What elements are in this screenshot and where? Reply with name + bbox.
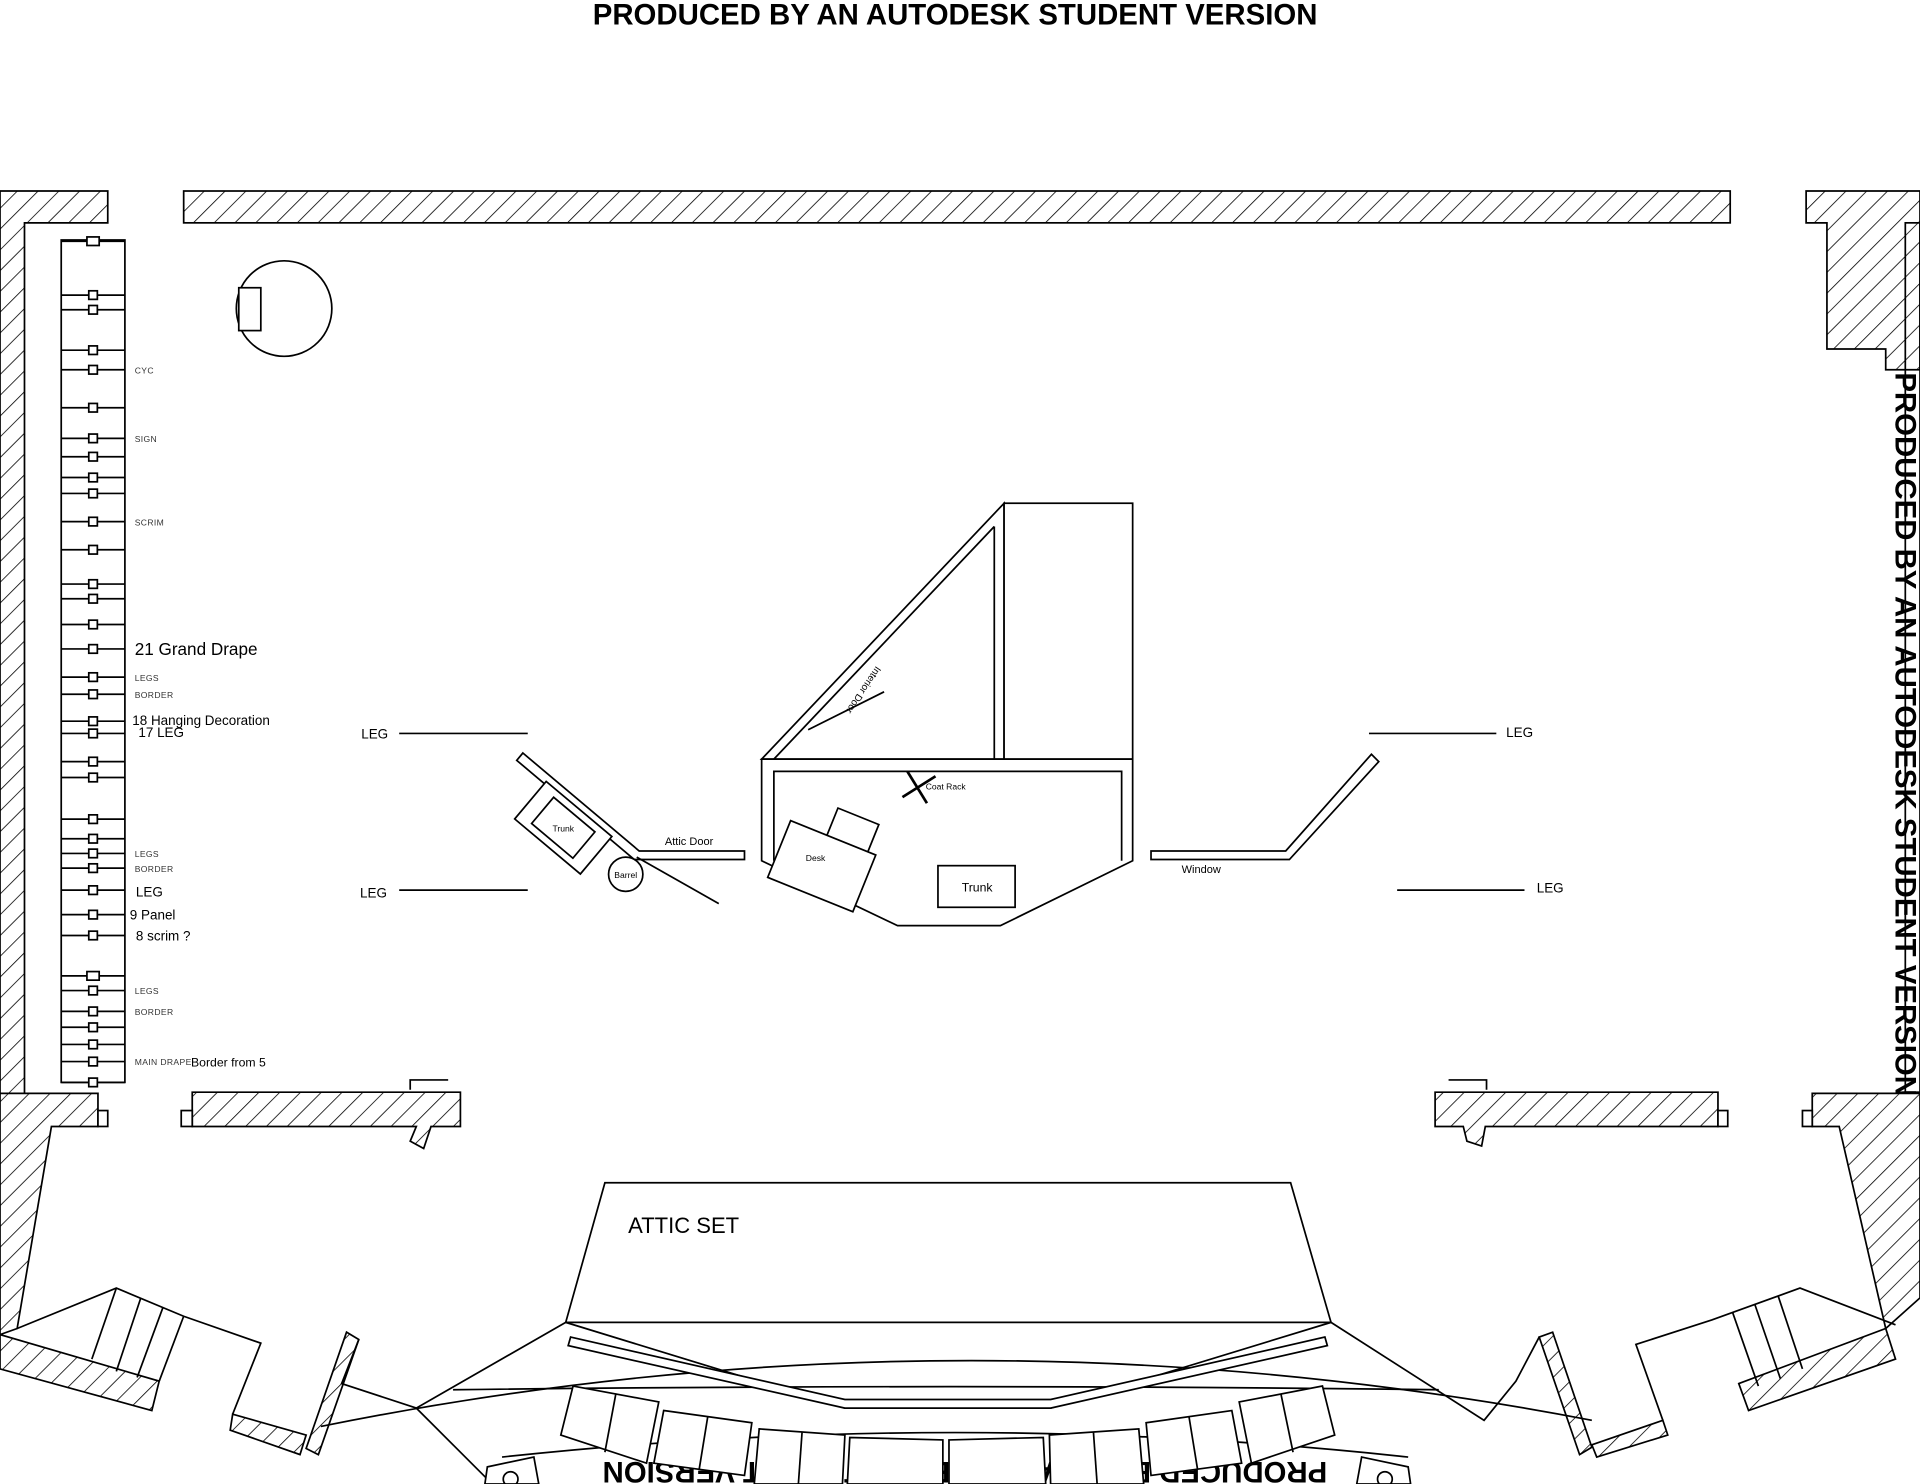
lineset-number-box [87, 862, 99, 874]
legs: LEG LEG LEG LEG [360, 725, 1564, 900]
lineset-label-legs: LEGS [135, 849, 159, 859]
lineset-number-box [87, 930, 99, 941]
barrel-label: Barrel [614, 870, 637, 880]
desk-label: Desk [806, 853, 826, 863]
lineset-label-grand-drape: 21 Grand Drape [135, 639, 258, 659]
lineset-number-box [87, 451, 99, 462]
window-label: Window [1182, 864, 1221, 876]
lineset-number-box [87, 345, 99, 356]
lineset-number-box [87, 304, 99, 315]
trunk-center [937, 864, 1016, 909]
lineset-number-box [87, 364, 99, 375]
attic-set-label: ATTIC SET [628, 1213, 739, 1238]
lineset-number-box [87, 1056, 99, 1067]
lineset-label-leg: LEG [136, 884, 163, 899]
lineset-number-box [87, 643, 99, 655]
lineset-label-main-drape: MAIN DRAPE [135, 1057, 192, 1067]
lineset-label-legs: LEGS [135, 673, 159, 683]
lineset-number-box [87, 593, 99, 604]
trunk-center-label: Trunk [962, 880, 994, 894]
leg-label: LEG [1537, 881, 1564, 896]
desk: Desk [766, 806, 880, 913]
lineset-label-legs: LEGS [135, 986, 159, 996]
lineset-number-box [87, 472, 99, 483]
lineset-number-box [87, 833, 99, 844]
lineset-number-box [87, 1077, 99, 1088]
lineset-number-box [87, 1039, 99, 1050]
lineset-labels: CYC SIGN SCRIM 21 Grand Drape LEGS BORDE… [130, 365, 270, 1069]
lineset-number-box [87, 885, 99, 896]
trunk-left-label: Trunk [552, 823, 574, 833]
lineset-rail [60, 236, 126, 1088]
circular-unit [235, 259, 333, 358]
lineset-label-8-scrim: 8 scrim ? [136, 928, 191, 943]
lineset-label-scrim: SCRIM [135, 517, 164, 527]
attic-door-label: Attic Door [665, 836, 714, 848]
lineset-number-box [87, 1022, 99, 1033]
lineset-number-box [87, 716, 99, 727]
leg-label: LEG [360, 886, 387, 901]
lineset-number-box [86, 970, 101, 982]
lineset-number-box [87, 671, 99, 683]
leg-label: LEG [1506, 725, 1533, 740]
lineset-number-box [87, 985, 99, 996]
lineset-label-sign: SIGN [135, 434, 157, 444]
lineset-number-box [87, 772, 99, 783]
coat-rack [901, 770, 937, 804]
lineset-number-box [87, 289, 99, 301]
lineset-number-box [86, 236, 101, 247]
lineset-number-box [87, 813, 99, 825]
leg-label: LEG [361, 726, 388, 741]
attic-door-flat: Attic Door Trunk Barrel [513, 751, 746, 905]
walls [0, 190, 1920, 1459]
lineset-label-border-from-5: Border from 5 [191, 1055, 266, 1069]
window-flat: Window [1150, 752, 1380, 876]
lineset-label-cyc: CYC [135, 365, 154, 375]
lineset-label-17-leg: 17 LEG [138, 725, 184, 740]
seating-rows [484, 1385, 1412, 1484]
lineset-label-hanging-decoration: 18 Hanging Decoration [132, 713, 270, 728]
trunk-left: Trunk [513, 780, 614, 876]
lineset-number-box [87, 516, 99, 527]
lineset-label-border: BORDER [135, 690, 174, 700]
lineset-number-box [87, 544, 99, 555]
coat-rack-label: Coat Rack [926, 782, 967, 792]
barrel [607, 856, 644, 893]
lineset-number-box [87, 578, 99, 590]
lineset-number-box [87, 1006, 99, 1017]
attic-room: Interior Door Coat Rack Desk Trunk [759, 501, 1134, 927]
lineset-number-box [87, 756, 99, 767]
lineset-number-box [87, 619, 99, 630]
watermark-right: PRODUCED BY AN AUTODESK STUDENT VERSION [1889, 372, 1920, 1097]
lineset-number-box [87, 848, 99, 859]
lineset-number-box [87, 488, 99, 499]
lineset-number-box [87, 689, 99, 700]
lineset-label-border: BORDER [135, 1007, 174, 1017]
lineset-number-box [87, 909, 99, 920]
attic-set-platform: ATTIC SET [564, 1181, 1333, 1409]
lineset-label-9-panel: 9 Panel [130, 908, 176, 923]
lineset-number-box [87, 728, 99, 739]
watermark-top: PRODUCED BY AN AUTODESK STUDENT VERSION [593, 0, 1318, 31]
lineset-number-box [87, 433, 99, 444]
lineset-number-box [87, 402, 99, 413]
lineset-label-border: BORDER [135, 864, 174, 874]
